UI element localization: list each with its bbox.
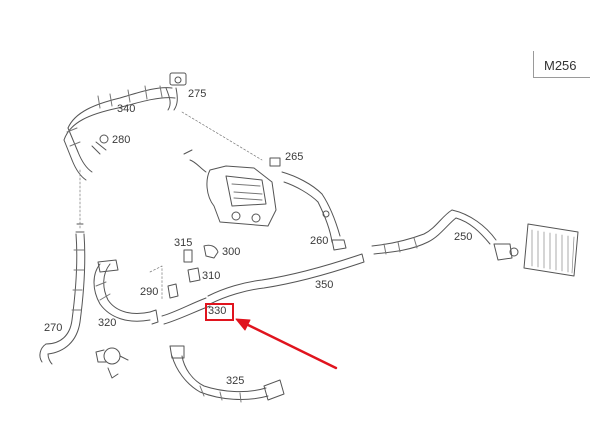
part-label-350[interactable]: 350 [315, 279, 334, 291]
part-label-330[interactable]: 330 [208, 305, 227, 317]
part-label-300[interactable]: 300 [222, 246, 241, 258]
part-label-315[interactable]: 315 [174, 237, 193, 249]
leader-lines [79, 111, 263, 301]
aux-pump [95, 347, 129, 379]
hose-350 [207, 253, 365, 305]
connector-275 [165, 72, 187, 111]
part-label-250[interactable]: 250 [454, 231, 473, 243]
part-label-320[interactable]: 320 [98, 317, 117, 329]
model-label-box [533, 51, 590, 78]
part-label-280[interactable]: 280 [112, 134, 131, 146]
part-label-310[interactable]: 310 [202, 270, 221, 282]
part-label-325[interactable]: 325 [226, 375, 245, 387]
part-label-260[interactable]: 260 [310, 235, 329, 247]
highlight-box [205, 303, 234, 321]
fittings-cluster [167, 244, 219, 299]
part-label-340[interactable]: 340 [117, 103, 136, 115]
radiator [493, 223, 579, 277]
hose-340 [63, 85, 176, 181]
pointer-arrow [235, 318, 338, 370]
hose-265 [269, 157, 347, 251]
pump-assembly [183, 149, 277, 227]
hose-250 [371, 209, 497, 255]
clip-280 [91, 134, 109, 155]
hose-330 [161, 297, 211, 325]
hose-320 [93, 259, 159, 325]
part-label-270[interactable]: 270 [44, 322, 63, 334]
part-label-275[interactable]: 275 [188, 88, 207, 100]
model-label: M256 [544, 58, 577, 73]
hose-325 [169, 345, 285, 403]
hose-270 [39, 223, 86, 365]
part-label-290[interactable]: 290 [140, 286, 159, 298]
part-label-265[interactable]: 265 [285, 151, 304, 163]
